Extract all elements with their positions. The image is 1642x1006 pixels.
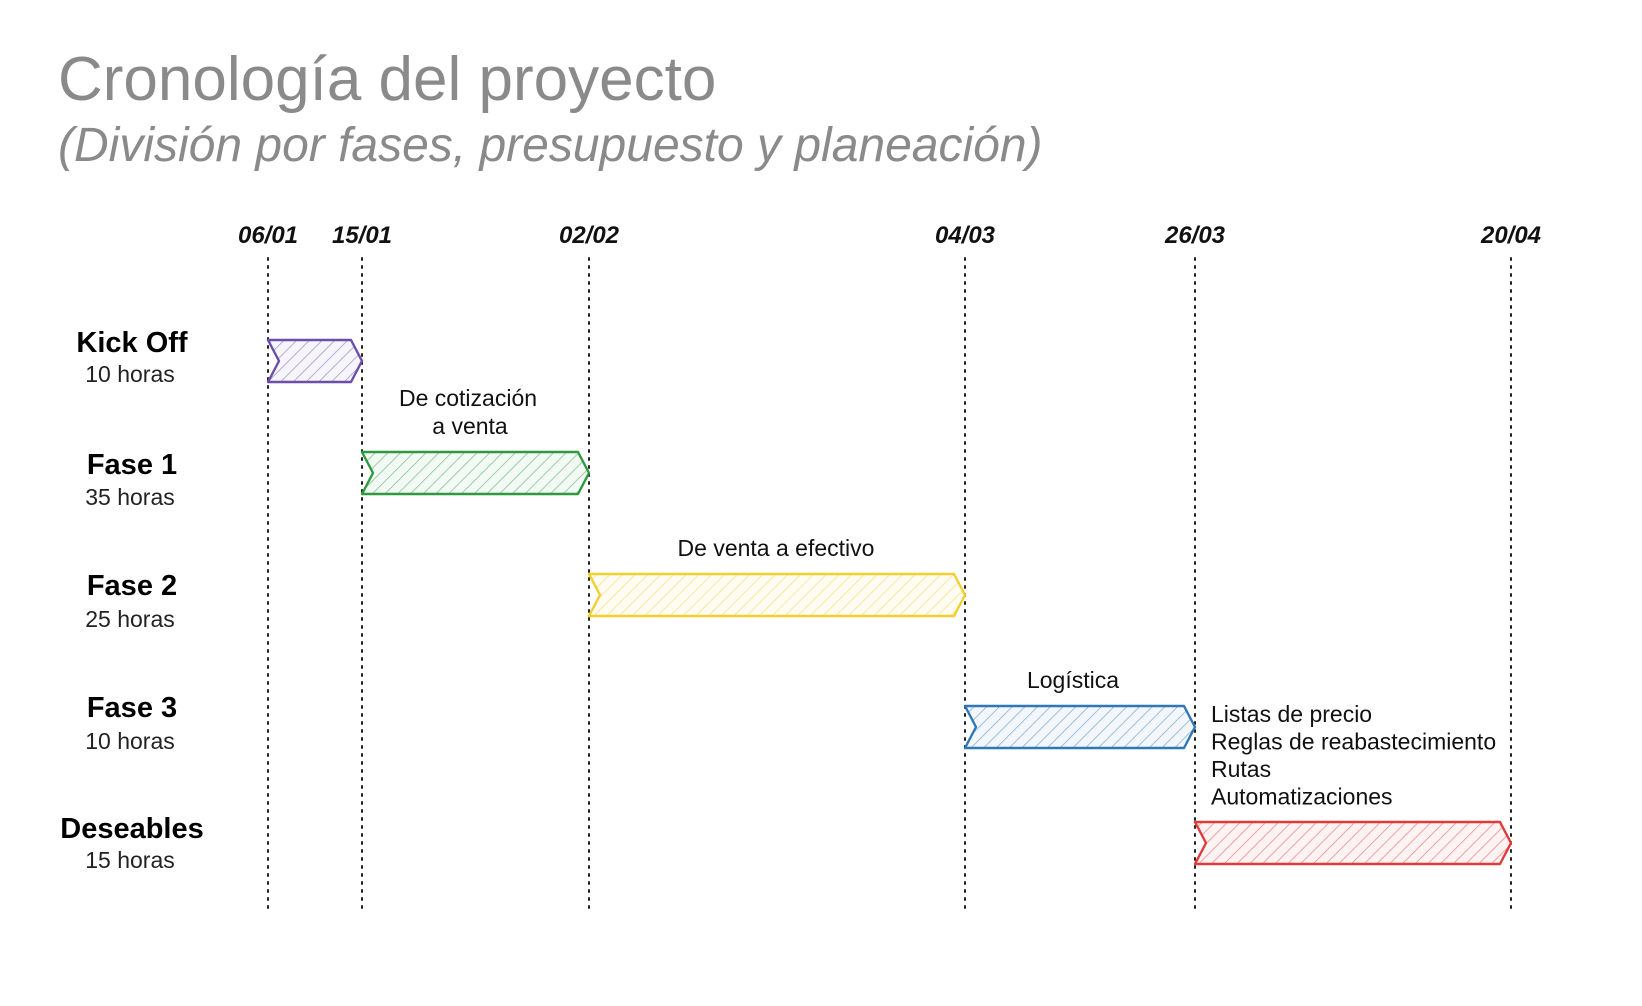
date-label: 04/03 [935, 222, 996, 249]
bar-label: De cotización [399, 385, 537, 411]
date-gridlines [267, 257, 1512, 913]
date-label: 15/01 [332, 222, 392, 249]
phase-bar-fase-1 [360, 450, 591, 496]
phase-bars [266, 338, 1513, 866]
phase-hours: 10 horas [85, 728, 175, 754]
phase-name: Fase 2 [87, 570, 177, 602]
bar-label: Reglas de reabastecimiento [1211, 729, 1496, 755]
bar-label: Rutas [1211, 756, 1271, 782]
phase-hours: 35 horas [85, 484, 175, 510]
date-label: 06/01 [238, 222, 298, 249]
phase-bar-fase-3 [963, 704, 1197, 750]
bar-label: Automatizaciones [1211, 784, 1393, 810]
date-labels: 06/01 15/01 02/02 04/03 26/03 20/04 [238, 222, 1541, 249]
phase-name: Deseables [60, 813, 204, 845]
bar-label: De venta a efectivo [678, 535, 875, 561]
phase-hours: 15 horas [85, 847, 175, 873]
bar-label: Logística [1027, 667, 1119, 693]
phase-name: Fase 3 [87, 692, 177, 724]
phase-name: Kick Off [76, 327, 188, 359]
phase-bar-fase-2 [587, 572, 967, 618]
phase-bar-deseables [1193, 820, 1513, 866]
phase-hours: 25 horas [85, 606, 175, 632]
page-subtitle: (División por fases, presupuesto y plane… [58, 119, 1043, 172]
phase-name: Fase 1 [87, 449, 177, 481]
page-title: Cronología del proyecto [58, 45, 717, 114]
date-label: 02/02 [559, 222, 620, 249]
bar-label: Listas de precio [1211, 701, 1372, 727]
date-label: 20/04 [1480, 222, 1541, 249]
date-label: 26/03 [1164, 222, 1226, 249]
phase-hours: 10 horas [85, 361, 175, 387]
phase-bar-kick-off [266, 338, 364, 384]
bar-label: a venta [432, 413, 508, 439]
